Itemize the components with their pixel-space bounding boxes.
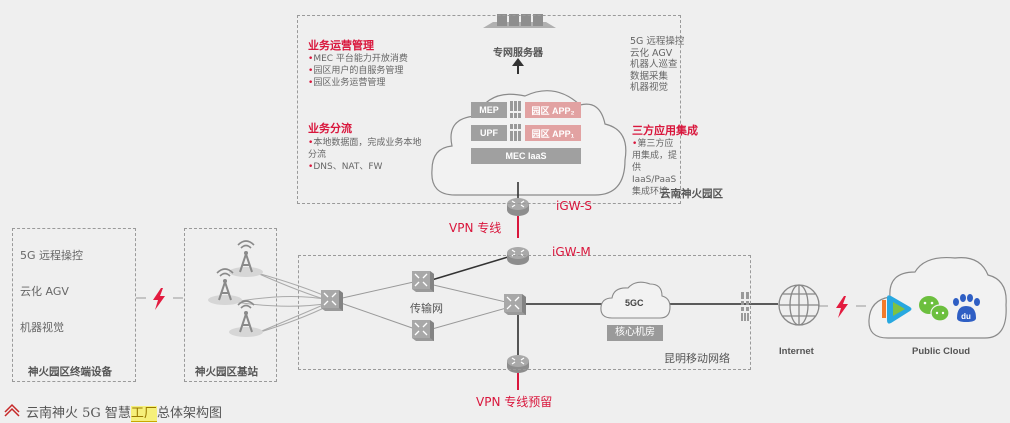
offload-item: •DNS、NAT、FW	[308, 162, 383, 172]
offload-item: •本地数据面，完成业务本地分流	[308, 138, 422, 160]
mec-iaas-box: MEC IaaS	[471, 148, 581, 164]
park-zone-frame	[297, 15, 681, 204]
mobile-network-frame	[298, 255, 751, 370]
offload-heading: 业务分流	[308, 122, 352, 135]
caption-highlight: 工厂	[130, 406, 157, 422]
terminal-title: 神火园区终端设备	[28, 366, 112, 378]
base-station-frame	[184, 228, 277, 382]
ops-heading: 业务运营管理	[308, 39, 374, 52]
ops-item: •园区业务运营管理	[308, 78, 386, 88]
terminal-item: 云化 AGV	[20, 285, 69, 298]
mep-box: MEP	[471, 102, 507, 118]
caption-prefix: 云南神火 5G 智慧	[26, 406, 131, 421]
caption-chevron-icon	[4, 403, 20, 417]
core-cloud-label: 5GC	[625, 298, 644, 308]
ops-item: •园区用户的自服务管理	[308, 66, 404, 76]
wireless-bolt-icon	[836, 296, 848, 318]
apps-item: 数据采集	[630, 70, 669, 82]
upf-box: UPF	[471, 125, 507, 141]
arrow-up-icon	[512, 58, 524, 74]
core-cloud-shape	[600, 281, 671, 319]
apps-list: 5G 远程操控 云化 AGV 机器人巡查 数据采集 机器视觉	[630, 36, 684, 94]
transport-label: 传输网	[410, 302, 443, 315]
svg-text:du: du	[961, 312, 971, 321]
baidu-icon	[953, 294, 980, 322]
vpn-label: VPN 专线	[449, 221, 502, 235]
igw-s-label: iGW-S	[556, 199, 592, 213]
terminal-item: 5G 远程操控	[20, 249, 84, 262]
server-label: 专网服务器	[493, 48, 543, 59]
server-icon	[483, 14, 556, 28]
ops-item: •MEC 平台能力开放消费	[308, 54, 408, 64]
park-zone-title: 云南神火园区	[660, 188, 723, 200]
terminal-item: 机器视觉	[20, 321, 64, 334]
caption-suffix: 总体架构图	[156, 406, 222, 421]
public-cloud-label: Public Cloud	[912, 346, 971, 357]
ops-list: •MEC 平台能力开放消费 •园区用户的自服务管理 •园区业务运营管理	[308, 53, 408, 89]
app2-box: 园区 APP₂	[525, 102, 581, 118]
terminal-list: 5G 远程操控 云化 AGV 机器视觉	[20, 238, 83, 346]
third-party-heading: 三方应用集成	[632, 124, 698, 137]
base-station-title: 神火园区基站	[195, 366, 258, 378]
apps-item: 机器视觉	[630, 82, 669, 93]
app1-box: 园区 APP₁	[525, 125, 581, 141]
terminal-frame	[12, 228, 136, 382]
apps-item: 5G 远程操控	[630, 36, 685, 47]
apps-item: 云化 AGV	[630, 47, 673, 59]
mobile-network-title: 昆明移动网络	[664, 352, 730, 365]
wireless-bolt-icon	[153, 288, 165, 310]
figure-caption: 云南神火 5G 智慧工厂总体架构图	[26, 402, 222, 422]
offload-list: •本地数据面，完成业务本地分流 •DNS、NAT、FW	[308, 137, 430, 173]
vpn-reserved-label: VPN 专线预留	[476, 395, 553, 409]
igw-m-label: iGW-M	[552, 245, 591, 259]
apps-item: 机器人巡查	[630, 59, 678, 70]
third-party-item: •第三方应用集成，提供 IaaS/PaaS 集成环境	[632, 139, 678, 197]
core-room-badge: 核心机房	[607, 325, 663, 341]
internet-label: Internet	[779, 346, 814, 357]
wechat-icon	[919, 296, 950, 322]
globe-icon	[778, 284, 820, 326]
tencent-video-icon	[882, 295, 912, 324]
